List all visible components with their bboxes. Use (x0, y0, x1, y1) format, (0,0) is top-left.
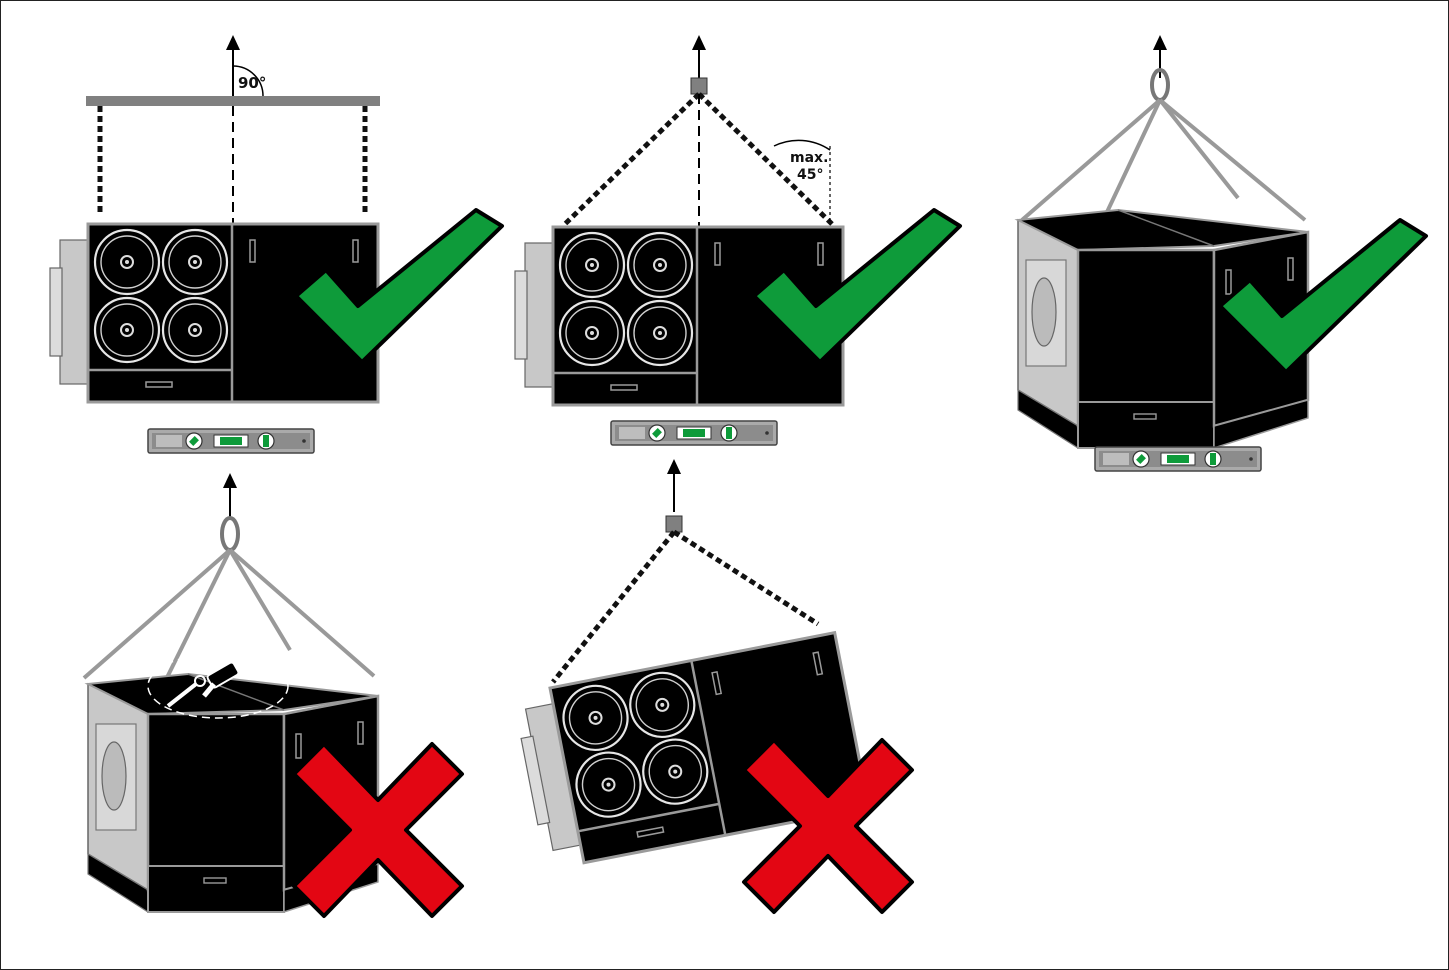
scenario-four-leg-sling (1018, 35, 1426, 471)
spirit-level-icon (611, 421, 777, 445)
scenario-four-leg-sling-on-roof (84, 473, 462, 916)
spreader-beam (86, 96, 380, 106)
angle-label-90: 90° (238, 74, 266, 92)
scenario-two-leg-chain: max. 45° (515, 35, 960, 445)
angle-label-max: max. (790, 150, 828, 166)
angle-label-45: 45° (797, 167, 823, 183)
scenario-spreader-beam: 90° (50, 35, 502, 453)
spirit-level-icon (148, 429, 314, 453)
scenario-two-leg-chain-tilted (513, 459, 912, 912)
spirit-level-icon (1095, 447, 1261, 471)
